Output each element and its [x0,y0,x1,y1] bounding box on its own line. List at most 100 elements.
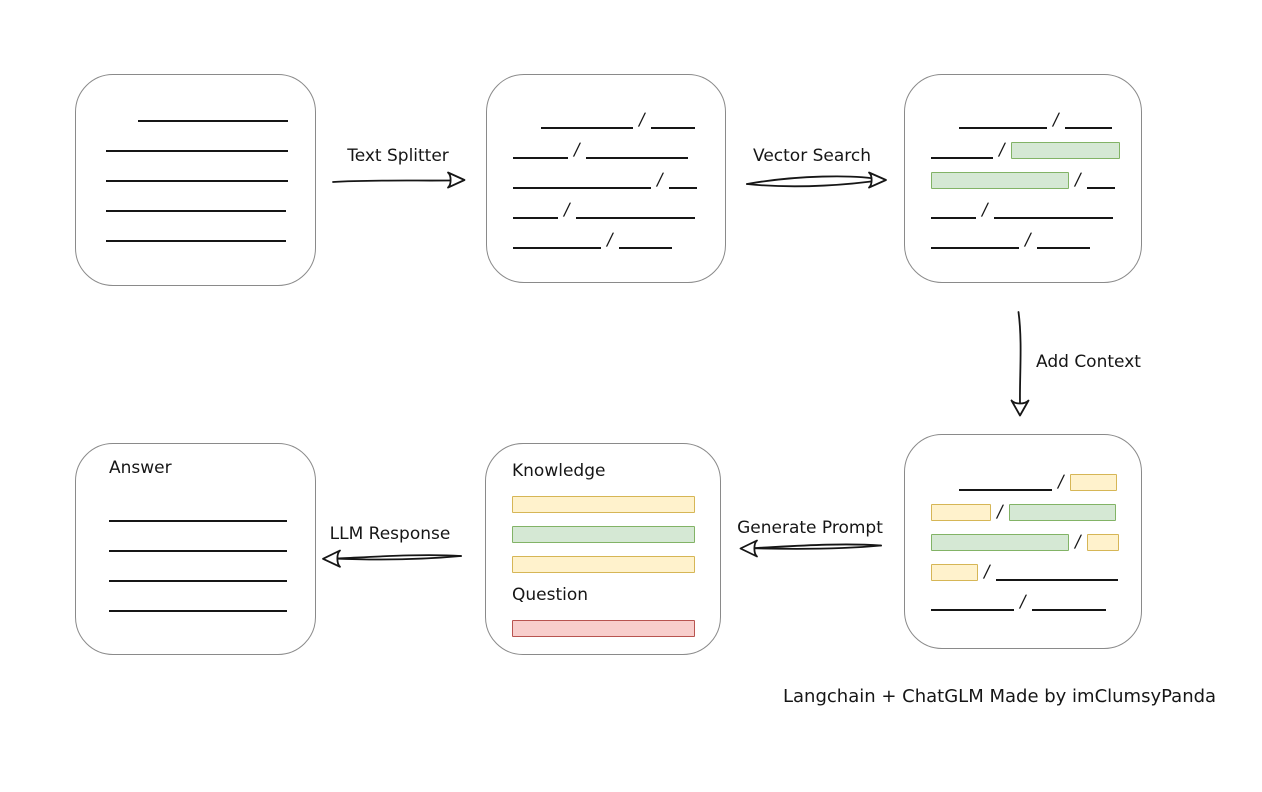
slash-separator: / [1073,170,1083,190]
text-line [1036,247,1090,249]
add-context-arrow [1010,311,1030,417]
text-line [618,247,672,249]
text-line [1086,187,1115,189]
green-highlight-chip [1008,504,1116,521]
content-row: / [931,551,1141,582]
text-line [109,580,287,582]
slash-separator: / [655,170,665,190]
content-row: / [513,189,725,220]
text-line [541,127,633,129]
llm-response-label: LLM Response [329,524,451,544]
text-line [109,610,287,612]
text-line [513,187,651,189]
llm-response-arrow [322,549,462,568]
vector-match-lines: ///// [931,99,1141,250]
yellow-highlight-chip [1069,474,1117,491]
question-label: Question [512,585,589,605]
green-highlight-chip [512,526,695,543]
text-line [668,187,697,189]
generate-prompt-arrow [739,539,882,558]
content-row [512,607,720,637]
content-row: / [513,99,725,130]
slash-separator: / [980,200,990,220]
document-node [75,74,316,286]
text-line [993,217,1113,219]
yellow-highlight-chip [512,496,695,513]
yellow-highlight-chip [931,564,978,581]
content-row: / [513,159,725,190]
yellow-highlight-chip [931,504,991,521]
knowledge-label: Knowledge [512,461,606,481]
slash-separator: / [1051,110,1061,130]
content-row [109,492,315,522]
text-line [106,180,288,182]
indent-gap [106,121,138,122]
text-line [959,489,1052,491]
content-row [106,122,315,152]
text-line [995,579,1118,581]
green-highlight-chip [931,534,1069,551]
slash-separator: / [562,200,572,220]
slash-separator: / [995,502,1005,522]
text-line [575,217,695,219]
content-row: / [513,129,725,160]
text-chunks-node: / / / / / [486,74,726,283]
text-line [931,247,1019,249]
text-line [959,127,1047,129]
green-highlight-chip [1010,142,1120,159]
vector-search-arrow [746,171,887,189]
content-row [109,522,315,552]
text-line [109,550,287,552]
slash-separator: / [1056,472,1066,492]
yellow-highlight-chip [1086,534,1119,551]
content-row: / [513,219,725,250]
content-row: / [931,219,1141,250]
text-line [585,157,688,159]
slash-separator: / [605,230,615,250]
content-row: / [931,581,1141,612]
content-row [512,543,720,573]
slash-separator: / [982,562,992,582]
generate-prompt-label: Generate Prompt [737,518,883,538]
knowledge-bars [512,483,720,573]
text-line [513,247,601,249]
text-line [513,217,558,219]
text-line [931,217,976,219]
question-bars [512,607,720,637]
answer-node: Answer [75,443,316,655]
red-highlight-chip [512,620,695,637]
content-row [109,552,315,582]
answer-label: Answer [109,458,172,478]
slash-separator: / [572,140,582,160]
vector-matches-node: ///// [904,74,1142,283]
content-row: / [931,189,1141,220]
content-row: / [931,521,1141,552]
text-line [106,240,286,242]
vector-search-label: Vector Search [753,146,871,166]
content-row [109,582,315,612]
indent-gap [513,128,541,129]
text-splitter-arrow [332,171,466,189]
content-row: / [931,461,1141,492]
text-splitter-label: Text Splitter [347,146,449,166]
context-lines: / / / / / [931,461,1141,612]
content-row [106,92,315,122]
slash-separator: / [1073,532,1083,552]
yellow-highlight-chip [512,556,695,573]
text-line [513,157,568,159]
text-line [650,127,695,129]
text-line [109,520,287,522]
text-line [106,150,288,152]
document-lines [106,92,315,242]
text-line [1064,127,1112,129]
slash-separator: / [1023,230,1033,250]
text-line [138,120,288,122]
content-row [512,513,720,543]
slash-separator: / [1018,592,1028,612]
answer-lines [109,492,315,612]
text-line [931,157,993,159]
content-row [106,182,315,212]
content-row: / [931,491,1141,522]
green-highlight-chip [931,172,1069,189]
content-row: / [931,159,1141,190]
